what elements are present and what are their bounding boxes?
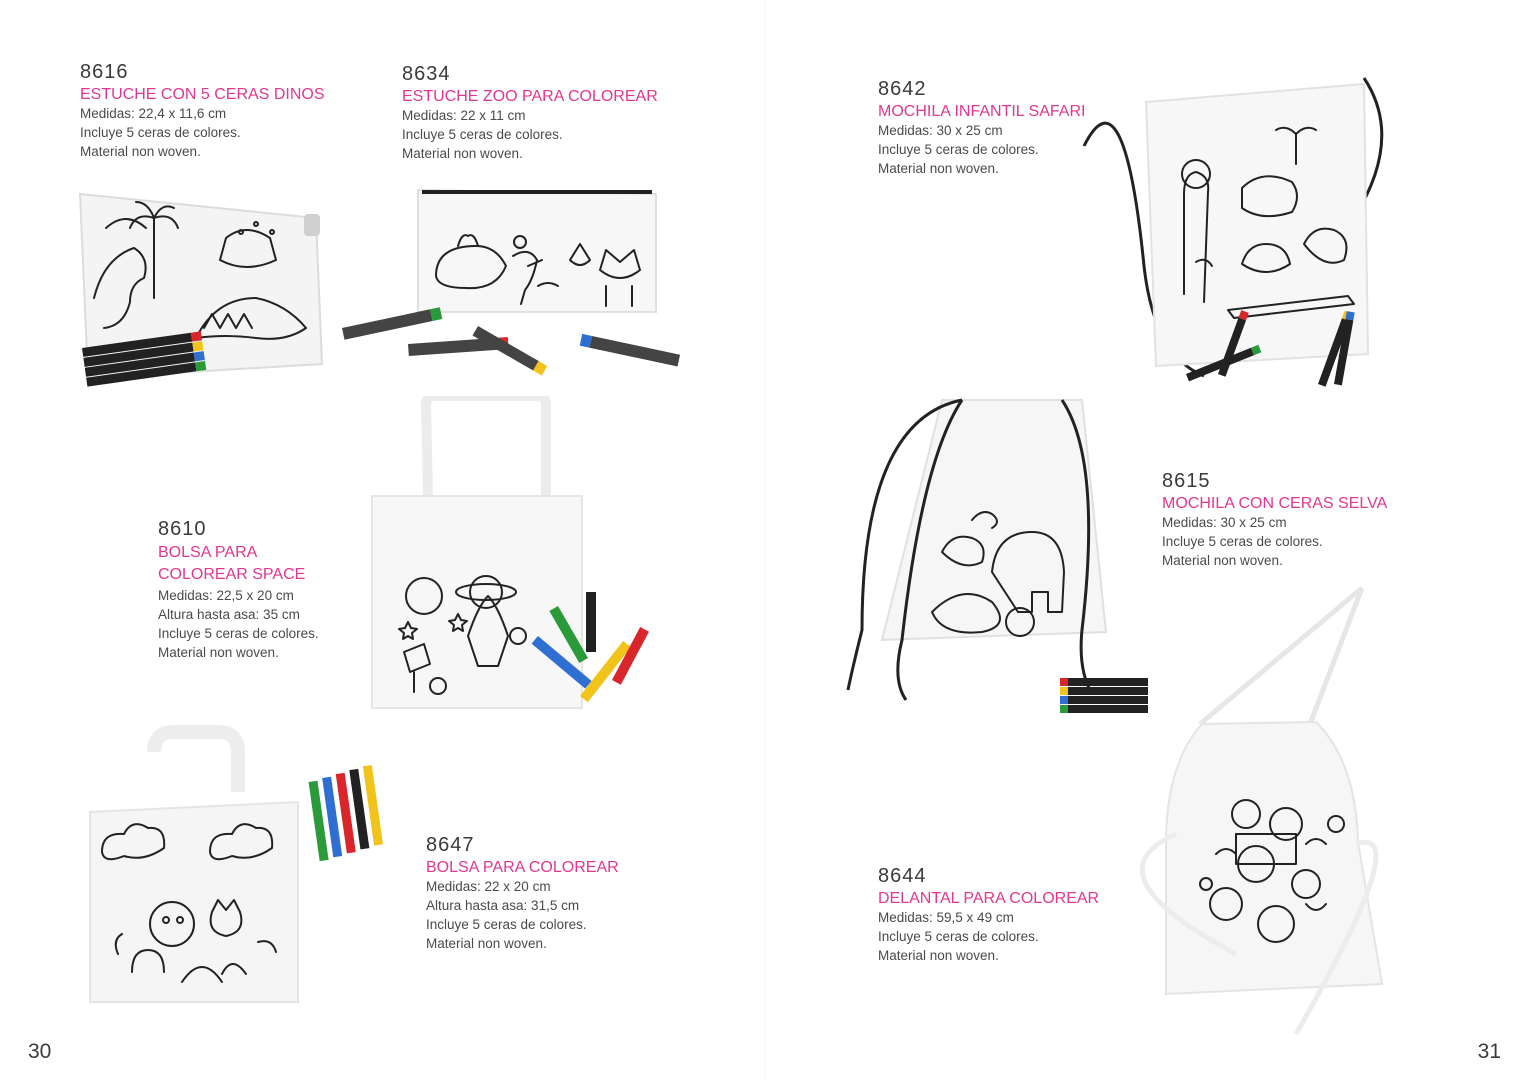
product-8644: 8644 DELANTAL PARA COLOREAR Medidas: 59,…: [878, 865, 1099, 965]
product-code: 8615: [1162, 470, 1211, 492]
page-number-right: 31: [1477, 1040, 1501, 1063]
page-gutter: [764, 0, 765, 1080]
product-name: ESTUCHE CON 5 CERAS DINOS: [80, 86, 325, 103]
product-spec: Incluye 5 ceras de colores.: [426, 917, 587, 932]
product-code: 8644: [878, 865, 927, 887]
photo-backpack-jungle: [842, 392, 1154, 716]
product-code: 8616: [80, 61, 129, 83]
product-name: MOCHILA INFANTIL SAFARI: [878, 103, 1086, 120]
product-spec: Incluye 5 ceras de colores.: [158, 626, 319, 641]
product-spec: Incluye 5 ceras de colores.: [402, 127, 563, 142]
product-8647: 8647 BOLSA PARA COLOREAR Medidas: 22 x 2…: [426, 834, 619, 953]
product-spec: Incluye 5 ceras de colores.: [1162, 534, 1323, 549]
product-spec: Medidas: 30 x 25 cm: [878, 123, 1003, 138]
product-name: DELANTAL PARA COLOREAR: [878, 890, 1100, 907]
product-spec: Incluye 5 ceras de colores.: [878, 142, 1039, 157]
photo-bag-space: [368, 396, 668, 712]
product-8615: 8615 MOCHILA CON CERAS SELVA Medidas: 30…: [1162, 470, 1387, 570]
product-spec: Medidas: 22 x 20 cm: [426, 879, 551, 894]
product-code: 8610: [158, 518, 207, 540]
product-spec: Altura hasta asa: 31,5 cm: [426, 898, 580, 913]
product-code: 8634: [402, 63, 451, 85]
product-spec: Medidas: 22,5 x 20 cm: [158, 588, 294, 603]
product-spec: Material non woven.: [1162, 553, 1283, 568]
product-spec: Material non woven.: [158, 645, 279, 660]
photo-pencil-case-zoo: [338, 186, 688, 376]
photo-pencil-case-dinos: [76, 188, 326, 388]
product-spec: Altura hasta asa: 35 cm: [158, 607, 300, 622]
product-spec: Material non woven.: [878, 161, 999, 176]
product-name: BOLSA PARA COLOREAR: [426, 859, 619, 876]
product-8616: 8616 ESTUCHE CON 5 CERAS DINOS Medidas: …: [80, 61, 324, 161]
product-code: 8642: [878, 78, 927, 100]
product-spec: Medidas: 22,4 x 11,6 cm: [80, 106, 227, 121]
product-spec: Medidas: 22 x 11 cm: [402, 108, 526, 123]
product-8610: 8610 BOLSA PARA COLOREAR SPACE Medidas: …: [158, 518, 319, 662]
product-code: 8647: [426, 834, 475, 856]
product-spec: Material non woven.: [878, 948, 999, 963]
photo-backpack-safari: [1078, 74, 1408, 410]
product-spec: Medidas: 59,5 x 49 cm: [878, 910, 1014, 925]
product-spec: Material non woven.: [402, 146, 523, 161]
product-name: BOLSA PARA: [158, 544, 258, 561]
product-8642: 8642 MOCHILA INFANTIL SAFARI Medidas: 30…: [878, 78, 1085, 178]
product-spec: Material non woven.: [426, 936, 547, 951]
photo-bag-coloring: [62, 712, 402, 1012]
product-name: MOCHILA CON CERAS SELVA: [1162, 495, 1388, 512]
photo-apron: [1106, 584, 1406, 1040]
product-spec: Incluye 5 ceras de colores.: [80, 125, 241, 140]
product-spec: Incluye 5 ceras de colores.: [878, 929, 1039, 944]
product-spec: Medidas: 30 x 25 cm: [1162, 515, 1287, 530]
product-spec: Material non woven.: [80, 144, 201, 159]
page-number-left: 30: [28, 1040, 52, 1063]
product-name: ESTUCHE ZOO PARA COLOREAR: [402, 88, 658, 105]
product-8634: 8634 ESTUCHE ZOO PARA COLOREAR Medidas: …: [402, 63, 658, 163]
product-name: COLOREAR SPACE: [158, 566, 306, 583]
